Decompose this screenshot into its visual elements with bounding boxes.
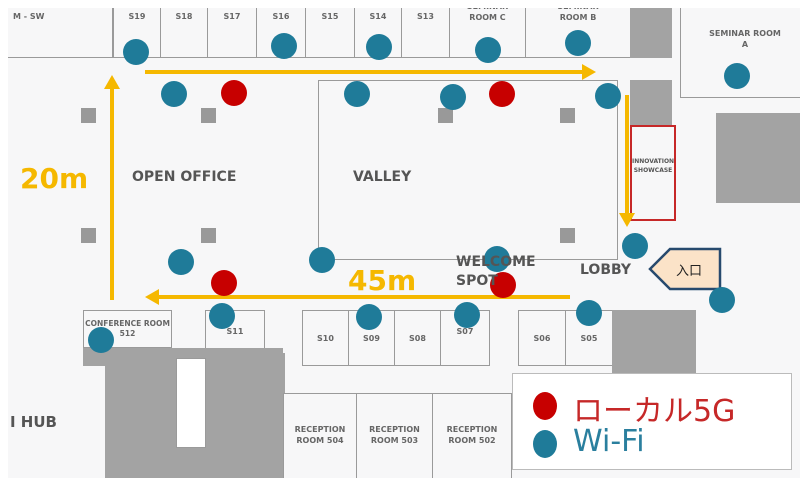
local5g-legend-icon — [533, 392, 557, 420]
hub-label: I HUB — [10, 413, 57, 431]
lobby-label: LOBBY — [580, 262, 632, 278]
stairs — [176, 358, 206, 448]
local5g-ap — [221, 80, 247, 106]
room-s17: S17 — [207, 8, 257, 58]
reception-room-502: RECEPTION ROOM 502 — [432, 393, 512, 478]
wifi-ap — [576, 300, 602, 326]
room-label: S11 — [226, 327, 244, 336]
pillar — [560, 108, 575, 123]
entrance-label: 入口 — [676, 264, 703, 279]
wifi-ap — [484, 246, 510, 272]
reception-room-504: RECEPTION ROOM 504 — [283, 393, 357, 478]
wifi-ap — [161, 81, 187, 107]
room-s13: S13 — [401, 8, 450, 58]
room-label: S05 — [580, 334, 598, 343]
room-label: S10 — [317, 334, 334, 343]
pillar — [560, 228, 575, 243]
wifi-ap — [356, 304, 382, 330]
legend: ローカル5G Wi-Fi — [512, 373, 792, 470]
arrowhead — [619, 213, 635, 227]
room-s18: S18 — [160, 8, 208, 58]
wifi-ap — [209, 303, 235, 329]
pillar — [81, 228, 96, 243]
wifi-ap — [344, 81, 370, 107]
arrowhead — [145, 289, 159, 305]
wifi-ap — [454, 302, 480, 328]
distance-45m: 45m — [348, 264, 417, 297]
room-label: S13 — [417, 12, 434, 21]
pillar — [201, 228, 216, 243]
room-label: S06 — [533, 334, 551, 343]
room-label: S08 — [409, 334, 426, 343]
distance-20m: 20m — [20, 162, 89, 195]
local5g-ap — [211, 270, 237, 296]
wifi-ap — [309, 247, 335, 273]
room-label: S17 — [223, 12, 241, 21]
room-label: S07 — [456, 327, 474, 336]
room-label: RECEPTION ROOM 502 — [446, 425, 498, 445]
room-label: S16 — [272, 12, 290, 21]
entrance-arrow-shape — [648, 247, 722, 291]
room-s10: S10 — [302, 310, 349, 366]
wifi-ap — [622, 233, 648, 259]
arrowhead — [104, 75, 120, 89]
legend-wifi-label: Wi-Fi — [573, 424, 645, 459]
room-s15: S15 — [305, 8, 355, 58]
room-s07: S07 — [440, 310, 490, 366]
pillar — [438, 108, 453, 123]
core-wall — [612, 310, 696, 382]
open-office-label: OPEN OFFICE — [132, 169, 237, 185]
room-label: S19 — [128, 12, 146, 21]
legend-local5g-label: ローカル5G — [573, 394, 736, 429]
wifi-ap — [709, 287, 735, 313]
room-label: M - SW — [13, 12, 45, 21]
pillar — [81, 108, 96, 123]
room-label: SEMINAR ROOM B — [557, 8, 598, 22]
wifi-ap — [565, 30, 591, 56]
wifi-ap — [724, 63, 750, 89]
welcome-spot-label: WELCOME SPOT — [456, 254, 536, 289]
room-label: S14 — [369, 12, 387, 21]
room-label: RECEPTION ROOM 504 — [294, 425, 346, 445]
room-label: SEMINAR ROOM C — [467, 8, 508, 22]
room-label: CONFERENCE ROOM 512 — [85, 319, 170, 338]
arrowhead — [582, 64, 596, 80]
wifi-ap — [271, 33, 297, 59]
room-sw: M - SW — [8, 8, 113, 58]
room-label: RECEPTION ROOM 503 — [369, 425, 420, 445]
wifi-ap — [440, 84, 466, 110]
wifi-ap — [123, 39, 149, 65]
wifi-ap — [475, 37, 501, 63]
valley-label: VALLEY — [353, 169, 412, 185]
local5g-ap — [490, 272, 516, 298]
wifi-legend-icon — [533, 430, 557, 458]
valley-structure — [318, 80, 618, 260]
wifi-ap — [88, 327, 114, 353]
wifi-ap — [595, 83, 621, 109]
wifi-ap — [366, 34, 392, 60]
wifi-ap — [168, 249, 194, 275]
room-label: S15 — [321, 12, 339, 21]
floor-plan-map: M - SW S19 S18 S17 S16 S15 S14 S13 SEMIN… — [8, 8, 800, 478]
reception-room-503: RECEPTION ROOM 503 — [356, 393, 433, 478]
room-label: SEMINAR ROOM A — [709, 29, 781, 49]
room-s06: S06 — [518, 310, 566, 366]
room-label: S18 — [175, 12, 193, 21]
core-wall — [716, 113, 800, 203]
room-label: S09 — [363, 334, 380, 343]
local5g-ap — [489, 81, 515, 107]
room-label: INNOVATION SHOWCASE — [632, 158, 675, 174]
innovation-showcase: INNOVATION SHOWCASE — [630, 125, 676, 221]
core-wall — [630, 8, 672, 58]
pillar — [201, 108, 216, 123]
